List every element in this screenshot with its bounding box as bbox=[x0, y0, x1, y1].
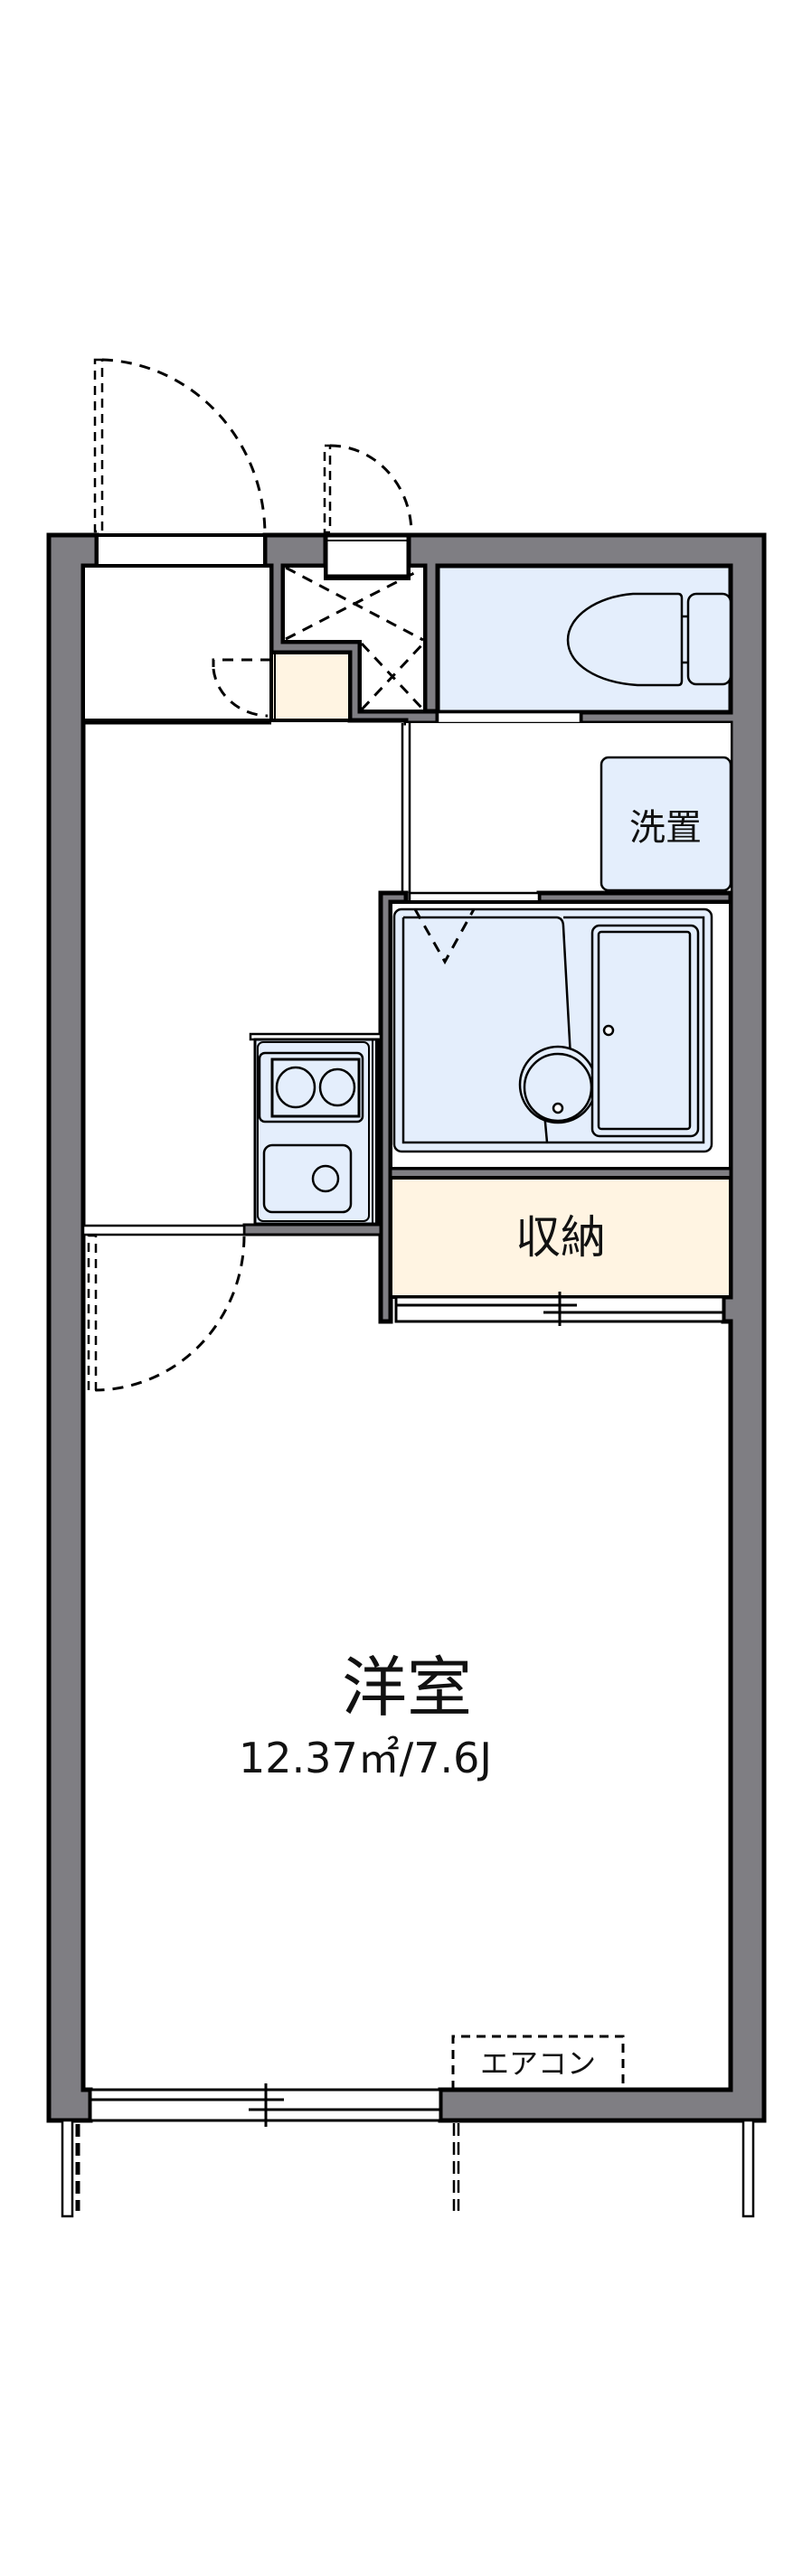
kitchen-room-partition bbox=[81, 1223, 382, 1236]
toilet-tank bbox=[686, 592, 732, 686]
bathtub bbox=[590, 924, 700, 1138]
shoe-cabinet-door[interactable] bbox=[212, 658, 271, 718]
balcony-rails bbox=[61, 2119, 755, 2218]
storage-label: 収納 bbox=[515, 1211, 606, 1264]
toilet-door-opening bbox=[436, 710, 582, 725]
shoe-cabinet bbox=[269, 651, 352, 722]
kitchen-counter bbox=[249, 1032, 382, 1226]
bathroom-folding-door[interactable] bbox=[413, 908, 476, 965]
genkan-floor bbox=[81, 564, 273, 722]
bathroom bbox=[378, 890, 733, 1324]
toilet-room bbox=[435, 563, 733, 715]
storage-sliding-door[interactable] bbox=[394, 1292, 725, 1326]
washer-space-label: 洗置 bbox=[629, 807, 702, 849]
bath-sink bbox=[518, 1045, 598, 1124]
pipe-shaft bbox=[281, 564, 427, 713]
balcony-sliding-window[interactable] bbox=[89, 2083, 442, 2127]
meter-box-door[interactable] bbox=[323, 444, 413, 534]
main-room-label: 洋室 bbox=[342, 1650, 472, 1725]
entrance-door[interactable] bbox=[93, 358, 267, 536]
toilet-bowl bbox=[566, 592, 684, 687]
washer-space: 洗置 bbox=[600, 756, 732, 892]
aircon-position: エアコン bbox=[451, 2035, 625, 2090]
kitchen-sink bbox=[262, 1143, 353, 1214]
main-room-area: 12.37㎡/7.6J bbox=[239, 1734, 492, 1782]
aircon-label: エアコン bbox=[480, 2046, 596, 2081]
meter-box bbox=[323, 532, 411, 579]
storage: 収納 bbox=[389, 1167, 732, 1299]
two-burner-stove bbox=[258, 1051, 364, 1123]
entrance-opening bbox=[95, 533, 267, 568]
room-door[interactable] bbox=[87, 1234, 246, 1392]
